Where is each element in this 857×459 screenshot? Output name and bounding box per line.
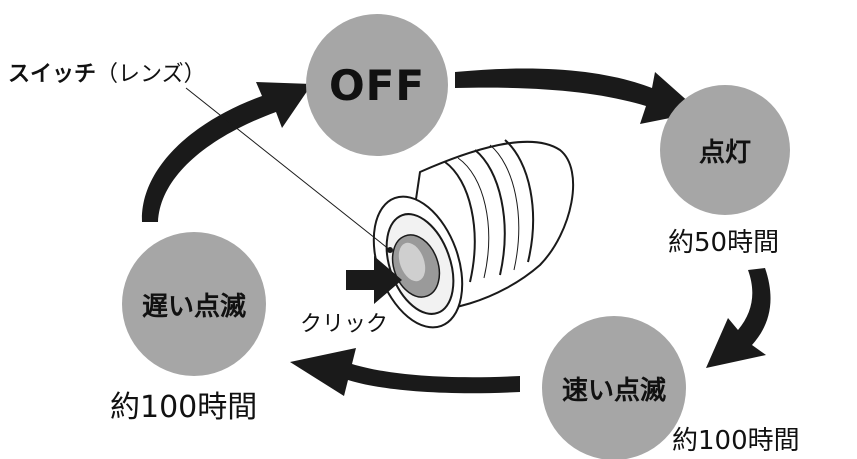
switch-lens[interactable] (384, 228, 447, 303)
callout-leader-line (185, 87, 391, 251)
state-slow-blink: 遅い点滅 (122, 232, 266, 376)
lit-duration: 約50時間 (668, 228, 780, 258)
arrow-slow-to-off (141, 82, 312, 222)
switch-callout-note: （レンズ） (96, 62, 206, 87)
switch-callout-bold: スイッチ (8, 62, 97, 87)
arrow-fast-to-slow (290, 348, 520, 396)
state-off: OFF (306, 14, 448, 156)
state-slow-blink-label: 遅い点滅 (141, 291, 246, 322)
arrow-lit-to-fast (706, 268, 771, 368)
arrow-off-to-lit (455, 68, 700, 124)
state-off-label: OFF (328, 60, 426, 110)
fast-blink-duration: 約100時間 (672, 426, 800, 456)
state-fast-blink-label: 速い点滅 (561, 375, 666, 406)
click-label: クリック (300, 312, 389, 337)
slow-blink-duration: 約100時間 (110, 390, 258, 425)
press-arrow (346, 256, 402, 304)
state-lit: 点灯 (660, 85, 790, 215)
state-fast-blink: 速い点滅 (542, 316, 686, 459)
switch-callout: スイッチ（レンズ） (8, 56, 206, 88)
state-lit-label: 点灯 (698, 137, 751, 168)
callout-pointer-dot (387, 247, 393, 253)
